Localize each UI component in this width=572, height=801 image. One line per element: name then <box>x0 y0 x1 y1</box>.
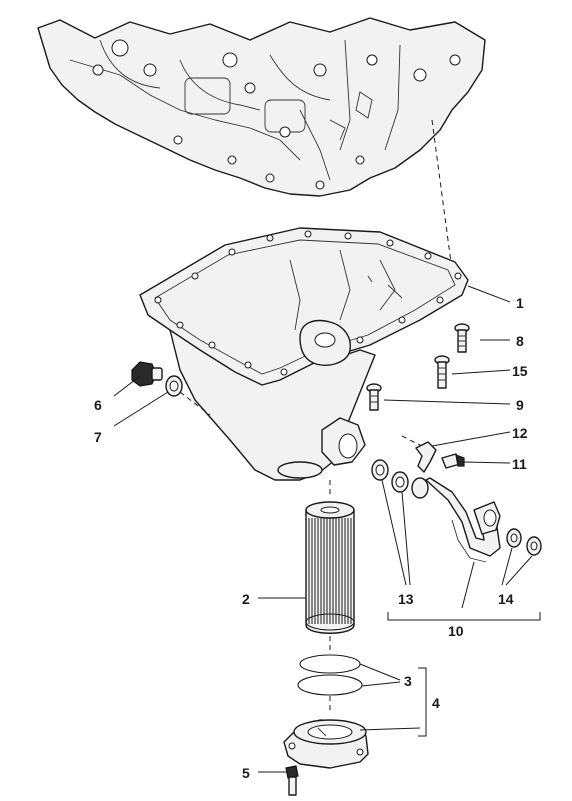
callout-7: 7 <box>94 429 102 445</box>
callout-8: 8 <box>516 333 524 349</box>
o-ring-13b <box>391 471 409 493</box>
callout-11: 11 <box>512 456 527 472</box>
engine-block <box>37 17 486 197</box>
o-ring-3-upper <box>299 654 361 674</box>
oil-pan <box>139 227 469 481</box>
bolt-11 <box>441 453 465 469</box>
oil-filter <box>305 501 355 634</box>
callout-13: 13 <box>398 591 414 607</box>
callout-5: 5 <box>242 765 250 781</box>
callout-1: 1 <box>516 295 524 311</box>
callout-12: 12 <box>512 425 528 441</box>
o-ring-3-lower <box>297 674 363 696</box>
group-bracket-4 <box>418 667 427 737</box>
callout-3: 3 <box>404 673 412 689</box>
bolt-15 <box>434 355 450 389</box>
drain-plug-washer <box>165 375 183 397</box>
bolt-9 <box>366 383 382 411</box>
callout-4: 4 <box>432 695 440 711</box>
o-ring-13a <box>371 459 389 481</box>
oil-pipe <box>411 477 501 563</box>
bolt-5 <box>285 765 299 796</box>
leader-lines <box>113 285 533 773</box>
filter-cover <box>283 719 369 769</box>
callout-15: 15 <box>512 363 528 379</box>
callout-9: 9 <box>516 397 524 413</box>
drain-plug <box>131 361 163 387</box>
callout-14: 14 <box>498 591 514 607</box>
washer-14a <box>506 528 522 548</box>
callout-10: 10 <box>448 623 464 639</box>
callout-6: 6 <box>94 397 102 413</box>
bolt-8 <box>454 323 470 353</box>
washer-14b <box>526 536 542 556</box>
bracket <box>415 441 437 473</box>
group-bracket-10 <box>387 612 541 621</box>
callout-2: 2 <box>242 591 250 607</box>
